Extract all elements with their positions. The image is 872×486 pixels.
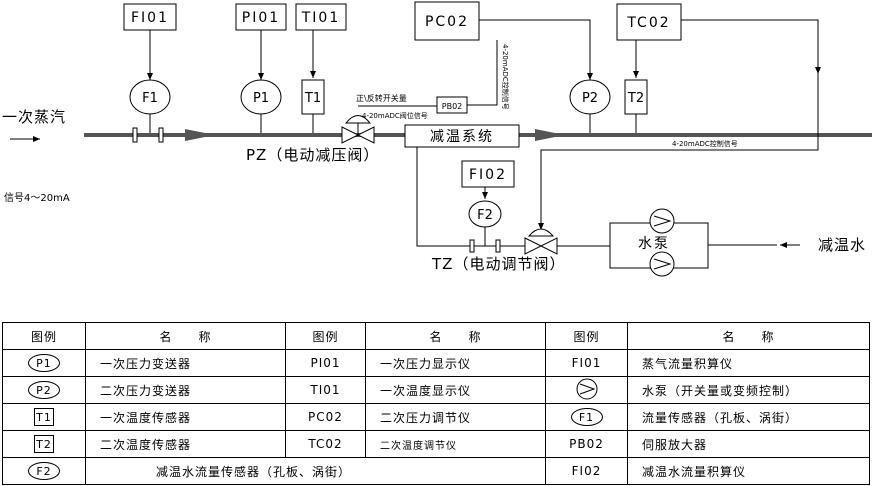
legend-name: 减温水流量积算仪 — [627, 457, 870, 485]
legend-header-name: 名 称 — [365, 322, 546, 350]
f2-label: F2 — [477, 208, 493, 223]
pc-signal-label: 4-20mADC控制信号 — [501, 44, 510, 110]
legend-row: P2 二次压力变送器 TI01 一次温度显示仪 水泵（开关量或变频控制） — [2, 376, 870, 404]
legend-symbol: TC02 — [285, 430, 366, 458]
ti01-box — [295, 3, 347, 31]
legend-header-symbol: 图例 — [2, 322, 86, 350]
legend-name: 二次温度调节仪 — [365, 430, 546, 458]
legend-name: 减温水流量传感器（孔板、涡街） — [85, 457, 546, 485]
orifice-flange — [158, 127, 164, 143]
signal-label: 信号4～20mA — [4, 192, 70, 204]
legend-name: 伺服放大器 — [627, 430, 870, 458]
p1-symbol: P1 — [28, 354, 60, 372]
legend-name: 一次压力显示仪 — [365, 349, 546, 377]
legend-symbol: FI01 — [545, 349, 628, 377]
pump-label: 水泵 — [638, 236, 670, 252]
f2-symbol: F2 — [28, 462, 60, 480]
legend-header-name: 名 称 — [627, 322, 870, 350]
switch-signal-label: 正\反转开关量 — [356, 93, 407, 103]
fi02-label: FI02 — [469, 167, 507, 183]
pump-icon — [649, 208, 675, 234]
pc02-label: PC02 — [425, 14, 469, 30]
orifice-flange — [495, 239, 501, 253]
f1-label: F1 — [142, 91, 158, 106]
pc02-box — [414, 1, 480, 41]
desuper-system-box — [404, 124, 520, 148]
tc02-label: TC02 — [626, 15, 670, 31]
legend-name: 一次温度显示仪 — [365, 376, 546, 404]
legend-name: 一次温度传感器 — [85, 403, 286, 431]
legend-header-row: 图例 名 称 图例 名 称 图例 名 称 — [2, 322, 870, 350]
legend-table: 图例 名 称 图例 名 称 图例 名 称 P1 一次压力变送器 PI01 一次压… — [2, 322, 870, 485]
legend-name: 水泵（开关量或变频控制） — [627, 376, 870, 404]
pb02-label: PB02 — [442, 102, 463, 111]
desuper-system-label: 减温系统 — [430, 129, 494, 145]
legend-name: 流量传感器（孔板、涡街） — [627, 403, 870, 431]
legend-name: 二次压力调节仪 — [365, 403, 546, 431]
p1-label: P1 — [253, 91, 269, 106]
pi01-label: PI01 — [242, 10, 280, 26]
process-flow-diagram: FI01 PI01 TI01 PC02 TC02 F1 P1 T1 正\反转开关… — [2, 1, 872, 277]
legend-symbol: FI02 — [545, 457, 628, 485]
t2-symbol: T2 — [34, 435, 54, 453]
valve-position-label: 4-20mADC阀位信号 — [362, 111, 428, 120]
tz-valve-label: TZ（电动调节阀） — [431, 255, 565, 273]
legend-symbol: PC02 — [285, 403, 366, 431]
fi02-box — [461, 160, 515, 188]
fi01-box — [123, 3, 177, 31]
pump-icon — [576, 378, 597, 399]
legend-symbol: TI01 — [285, 376, 366, 404]
t1-label: T1 — [304, 91, 321, 106]
flow-arrow — [535, 129, 565, 141]
legend-name: 二次温度传感器 — [85, 430, 286, 458]
legend-row: F2 减温水流量传感器（孔板、涡街） FI02 减温水流量积算仪 — [2, 457, 870, 485]
legend-name: 二次压力变送器 — [85, 376, 286, 404]
legend-symbol: PI01 — [285, 349, 366, 377]
tz-valve-icon — [524, 237, 558, 255]
flow-arrow — [185, 129, 215, 141]
control-signal-label: 4-20mADC控制信号 — [672, 139, 738, 148]
desuper-water-label: 减温水 — [818, 236, 866, 254]
orifice-flange — [469, 239, 475, 253]
t1-symbol: T1 — [34, 408, 54, 426]
pump-icon — [649, 251, 675, 277]
legend-symbol: PB02 — [545, 430, 628, 458]
primary-steam-label: 一次蒸汽 — [2, 108, 66, 126]
ti01-label: TI01 — [301, 10, 341, 26]
legend-row: P1 一次压力变送器 PI01 一次压力显示仪 FI01 蒸气流量积算仪 — [2, 349, 870, 377]
pz-valve-label: PZ（电动减压阀） — [246, 146, 379, 164]
legend-name: 一次压力变送器 — [85, 349, 286, 377]
fi01-label: FI01 — [131, 10, 169, 26]
legend-row: T2 二次温度传感器 TC02 二次温度调节仪 PB02 伺服放大器 — [2, 430, 870, 458]
p2-symbol: P2 — [28, 381, 60, 399]
legend-header-name: 名 称 — [85, 322, 286, 350]
pi01-box — [235, 3, 287, 31]
legend-header-symbol: 图例 — [545, 322, 628, 350]
legend-name: 蒸气流量积算仪 — [627, 349, 870, 377]
f1-symbol: F1 — [570, 408, 603, 426]
legend-header-symbol: 图例 — [285, 322, 366, 350]
tc02-box — [616, 3, 682, 41]
orifice-flange — [132, 127, 138, 143]
p2-label: P2 — [582, 91, 598, 106]
legend-row: T1 一次温度传感器 PC02 二次压力调节仪 F1 流量传感器（孔板、涡街） — [2, 403, 870, 431]
t2-label: T2 — [627, 91, 644, 106]
